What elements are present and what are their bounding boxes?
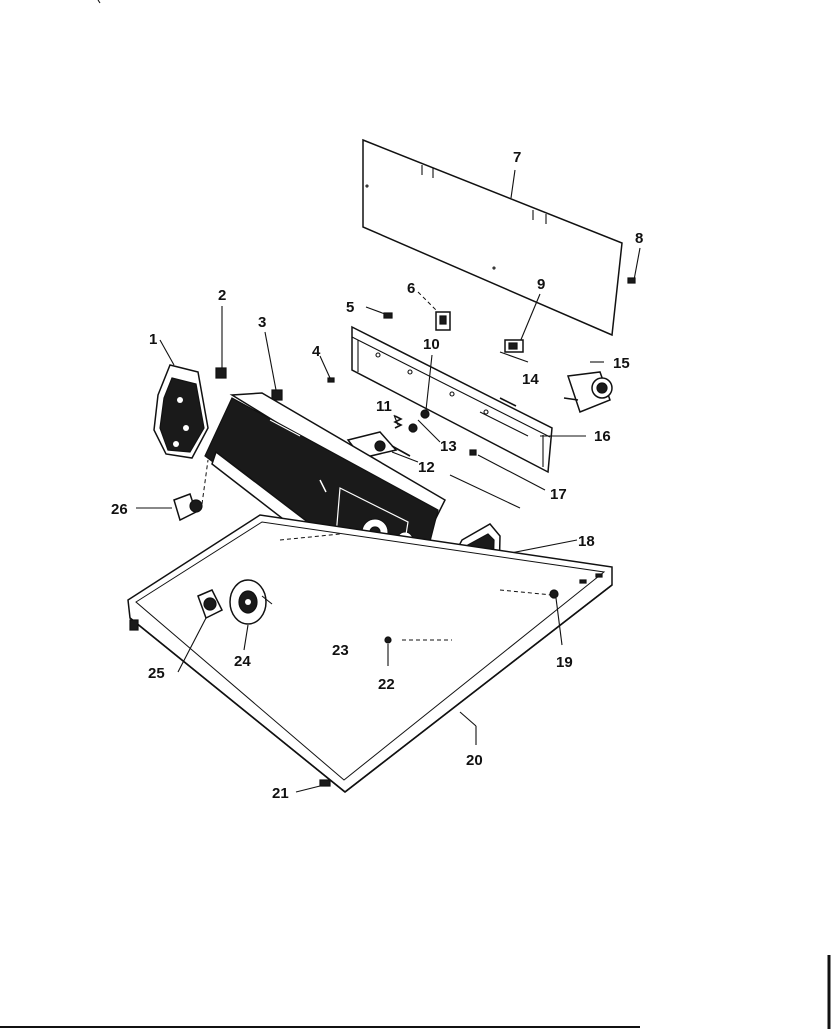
part-10-nut xyxy=(420,354,433,419)
part-7-back-panel xyxy=(362,138,623,337)
label-part-2: 2 xyxy=(218,287,226,304)
label-part-19: 19 xyxy=(556,654,573,671)
label-part-10: 10 xyxy=(423,336,440,353)
label-part-21: 21 xyxy=(272,785,289,802)
part-20-top-cover xyxy=(127,514,613,793)
label-part-20: 20 xyxy=(466,752,483,769)
label-part-3: 3 xyxy=(258,314,266,331)
part-4-screw xyxy=(319,355,335,383)
label-part-14: 14 xyxy=(522,371,539,388)
label-part-7: 7 xyxy=(513,149,521,166)
part-16-bracket xyxy=(351,325,586,474)
part-9-clip xyxy=(499,293,541,363)
part-19-clip xyxy=(549,589,563,646)
part-22-screw xyxy=(384,636,392,666)
label-part-18: 18 xyxy=(578,533,595,550)
label-part-4: 4 xyxy=(312,343,321,360)
part-5-screw xyxy=(365,306,393,319)
label-part-23: 23 xyxy=(332,642,349,659)
part-25-knob xyxy=(177,589,224,673)
label-part-15: 15 xyxy=(613,355,630,372)
label-part-26: 26 xyxy=(111,501,128,518)
part-15-timer xyxy=(563,361,613,413)
part-21-foot xyxy=(129,619,331,793)
part-2-clip xyxy=(215,306,227,379)
part-6-clip xyxy=(417,291,451,331)
label-part-16: 16 xyxy=(594,428,611,445)
part-13-washer xyxy=(408,419,441,443)
part-8-screw xyxy=(627,247,641,284)
label-part-25: 25 xyxy=(148,665,165,682)
label-part-11: 11 xyxy=(376,398,392,415)
part-17-screw xyxy=(449,449,546,509)
label-part-17: 17 xyxy=(550,486,567,503)
label-part-12: 12 xyxy=(418,459,435,476)
part-24-knob xyxy=(229,579,273,651)
label-part-8: 8 xyxy=(635,230,643,247)
label-part-6: 6 xyxy=(407,280,415,297)
label-part-24: 24 xyxy=(234,653,251,670)
label-part-22: 22 xyxy=(378,676,395,693)
part-1-left-endcap xyxy=(153,339,209,459)
part-26-knob xyxy=(136,459,209,522)
label-part-13: 13 xyxy=(440,438,457,455)
label-part-1: 1 xyxy=(149,331,157,348)
label-part-5: 5 xyxy=(346,299,354,316)
label-part-9: 9 xyxy=(537,276,545,293)
part-11-spring xyxy=(393,414,403,429)
part-3-clip xyxy=(264,331,283,401)
corner-mark xyxy=(97,0,101,4)
